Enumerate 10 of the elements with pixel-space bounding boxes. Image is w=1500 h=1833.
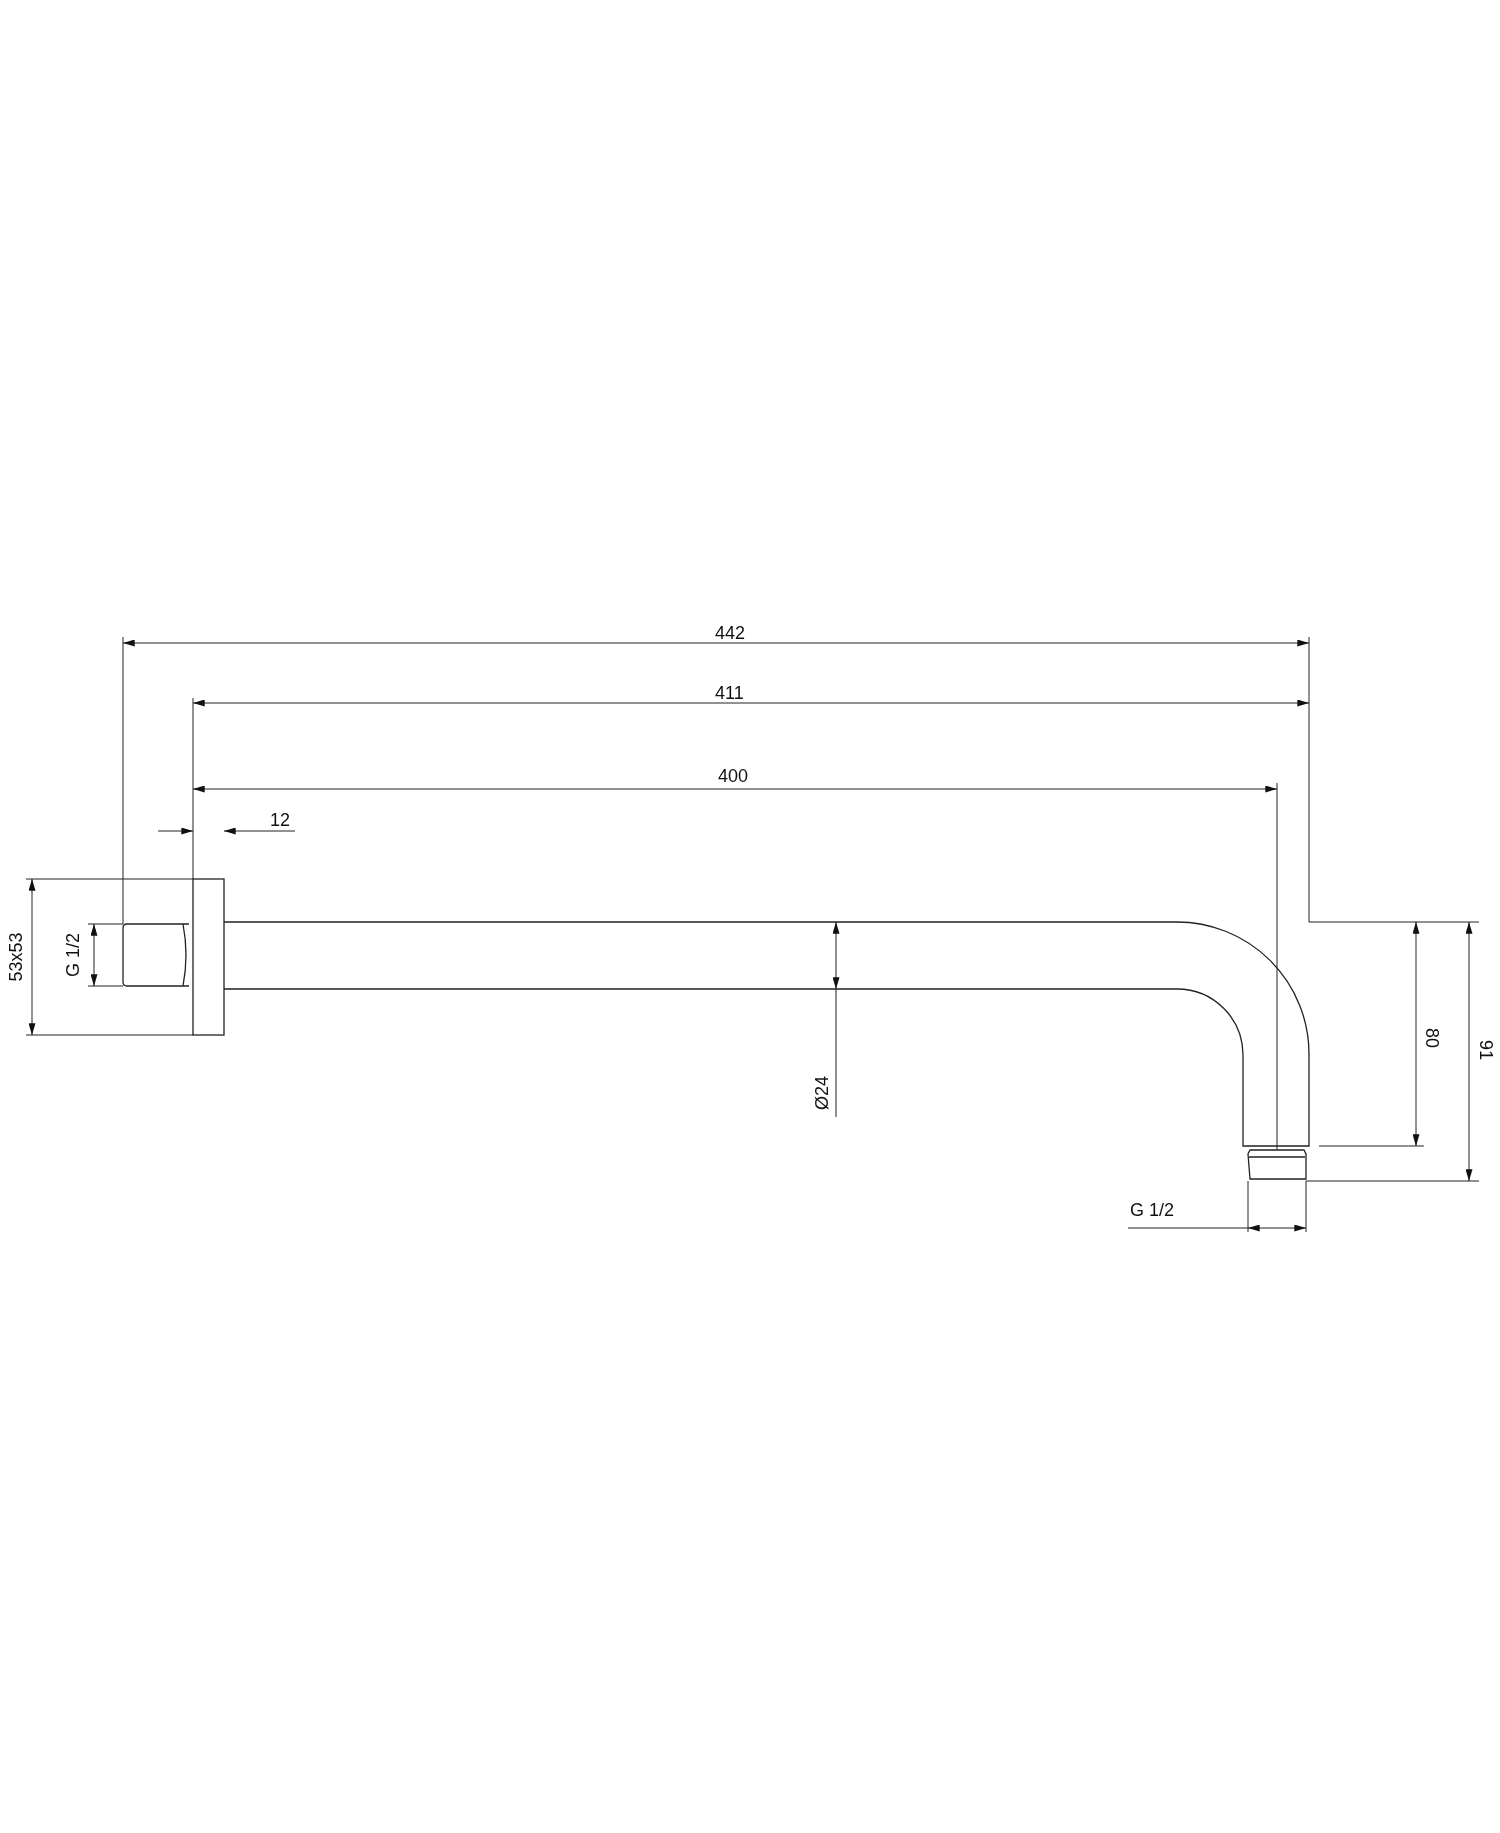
dimension-label: 80 — [1423, 1028, 1441, 1048]
dimension-label: 12 — [270, 811, 291, 829]
dimension-label: 91 — [1477, 1040, 1495, 1060]
dimension-label: G 1/2 — [64, 933, 82, 977]
dimension-label: Ø24 — [813, 1076, 831, 1110]
dimension-label: 400 — [718, 767, 749, 785]
dimension-label: 53x53 — [7, 932, 25, 982]
dimension-label: G 1/2 — [1130, 1201, 1175, 1219]
dimension-label: 442 — [715, 624, 746, 642]
dimension-label: 411 — [715, 684, 744, 702]
